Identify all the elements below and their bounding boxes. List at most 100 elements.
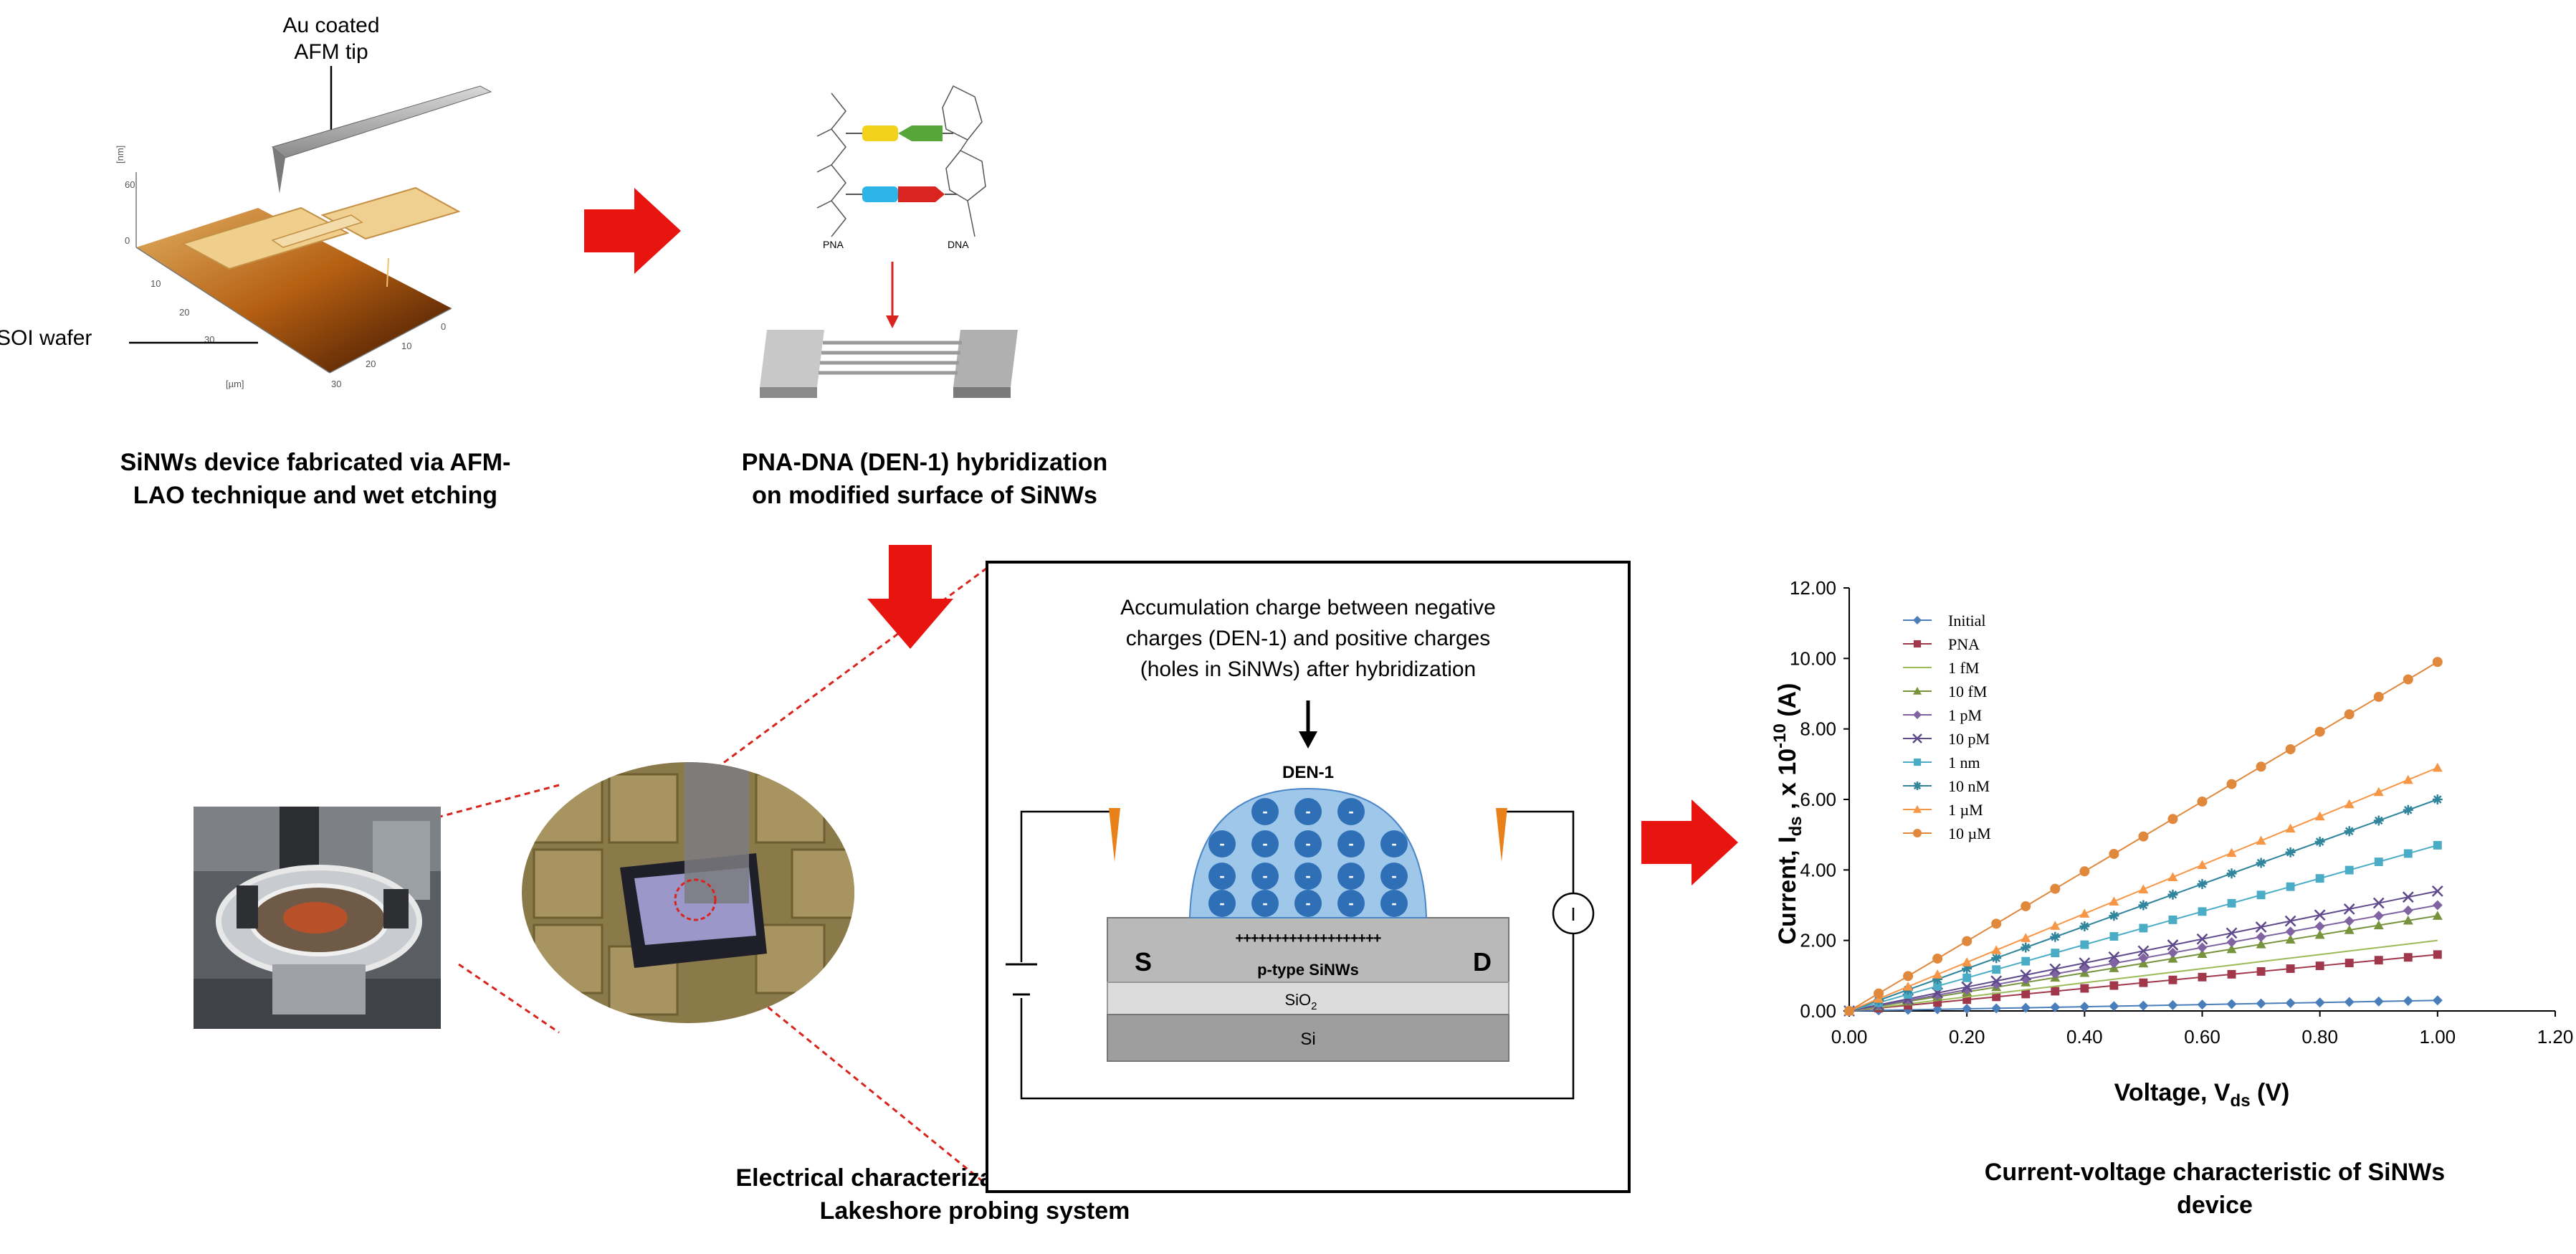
data-point	[1962, 973, 1972, 982]
sinw-pad-right-top	[953, 330, 1018, 387]
data-point	[2109, 848, 2119, 859]
data-point	[2227, 969, 2236, 979]
note-line2: charges (DEN-1) and positive charges	[1126, 627, 1491, 650]
data-point	[2256, 939, 2266, 949]
negative-ion-sign: -	[1262, 835, 1267, 852]
negative-ion-sign: -	[1305, 835, 1310, 852]
data-point	[2051, 987, 2060, 996]
data-point	[2226, 779, 2237, 789]
data-point	[2109, 1001, 2119, 1012]
legend-label: 10 pM	[1948, 730, 1990, 748]
data-point	[2197, 879, 2208, 889]
data-point	[2226, 868, 2237, 879]
negative-ion-sign: -	[1219, 835, 1224, 852]
data-point	[2050, 931, 2061, 942]
layer-si	[1107, 1014, 1509, 1062]
data-point	[1932, 1004, 1943, 1015]
negative-ion-sign: -	[1305, 894, 1310, 912]
tick-x-30: 30	[331, 379, 341, 389]
data-point	[2226, 937, 2237, 948]
data-point	[2021, 901, 2031, 911]
data-point	[2314, 929, 2325, 939]
data-point	[1903, 971, 1914, 982]
y-tick-label: 6.00	[1800, 789, 1836, 810]
data-point	[2314, 837, 2325, 847]
tick-y-20: 20	[179, 307, 189, 318]
legend-item: 1 µM	[1903, 801, 1983, 819]
layer-ptype-label: p-type SiNWs	[1257, 961, 1359, 979]
data-point	[2373, 920, 2384, 930]
data-point	[2050, 921, 2061, 930]
negative-ion	[1251, 798, 1279, 825]
data-point	[2167, 947, 2178, 958]
data-point	[2226, 927, 2238, 939]
data-point	[2167, 939, 2179, 951]
data-point	[1913, 687, 1922, 695]
arrow-down	[867, 545, 953, 649]
data-point	[2109, 896, 2119, 906]
sinw-pad-left-side	[760, 387, 817, 398]
probe-station-photo	[194, 807, 441, 1029]
data-point	[1991, 918, 2002, 929]
data-point	[2226, 944, 2237, 954]
data-point	[2432, 995, 2443, 1006]
afm-spike	[386, 257, 389, 288]
negative-ion	[1337, 890, 1365, 917]
data-point	[2286, 964, 2295, 973]
data-point	[1913, 758, 1922, 766]
data-point	[2284, 915, 2296, 927]
negative-ion-sign: -	[1391, 835, 1396, 852]
data-point	[2138, 900, 2149, 911]
afm-figure: Au coated AFM tip [nm] 60 0 10 20 30 [µm…	[115, 14, 492, 389]
negative-ion-sign: -	[1348, 894, 1353, 912]
dna-base-red	[898, 186, 945, 202]
data-point	[2021, 956, 2031, 966]
data-point	[2402, 891, 2414, 903]
negative-ion-sign: -	[1305, 802, 1310, 820]
data-point	[2109, 981, 2119, 990]
dashed-connector-bottom-right	[666, 923, 990, 1188]
data-point	[2139, 923, 2148, 933]
negative-ion	[1208, 863, 1236, 890]
data-point	[2344, 916, 2355, 926]
data-point	[1912, 733, 1922, 744]
data-point	[2315, 874, 2324, 883]
data-point	[1991, 953, 2002, 964]
series-1-fm	[1848, 939, 2438, 1012]
afm-cantilever	[271, 85, 492, 158]
data-point	[2167, 814, 2178, 825]
data-point	[1991, 979, 2002, 990]
data-point	[1933, 982, 1942, 991]
y-axis-label: Current, Ids , x 10-10 (A)	[1770, 683, 1805, 945]
tick-z-60: 60	[125, 179, 135, 190]
data-point	[2167, 872, 2178, 882]
data-point	[2256, 890, 2266, 900]
negative-ion-sign: -	[1219, 894, 1224, 912]
data-point	[1932, 974, 1943, 984]
data-point	[2197, 942, 2208, 953]
data-point	[1913, 640, 1922, 648]
data-point	[2285, 997, 2296, 1008]
tick-z-0: 0	[125, 235, 130, 246]
afm-caption: SiNWs device fabricated via AFM- LAO tec…	[93, 446, 538, 512]
note-line1: Accumulation charge between negative	[1120, 596, 1496, 619]
dashed-connector-top-left	[437, 784, 560, 819]
legend-label: 10 nM	[1948, 777, 1990, 795]
legend-item: 1 fM	[1903, 659, 1979, 677]
data-point	[2021, 933, 2031, 942]
hybrid-caption-line1: PNA-DNA (DEN-1) hybridization	[741, 449, 1108, 476]
data-point	[2050, 1002, 2061, 1012]
data-point	[2109, 911, 2119, 921]
data-point	[1962, 936, 1972, 946]
series-10-pm	[1843, 885, 2443, 1017]
data-point	[2167, 953, 2178, 963]
data-point	[2256, 858, 2266, 868]
sinw-wires	[819, 341, 962, 375]
data-point	[2227, 898, 2236, 908]
data-point	[2198, 907, 2207, 916]
data-point	[2344, 799, 2355, 809]
data-point	[2137, 945, 2150, 957]
data-point	[2256, 931, 2266, 942]
data-point	[2197, 860, 2208, 870]
